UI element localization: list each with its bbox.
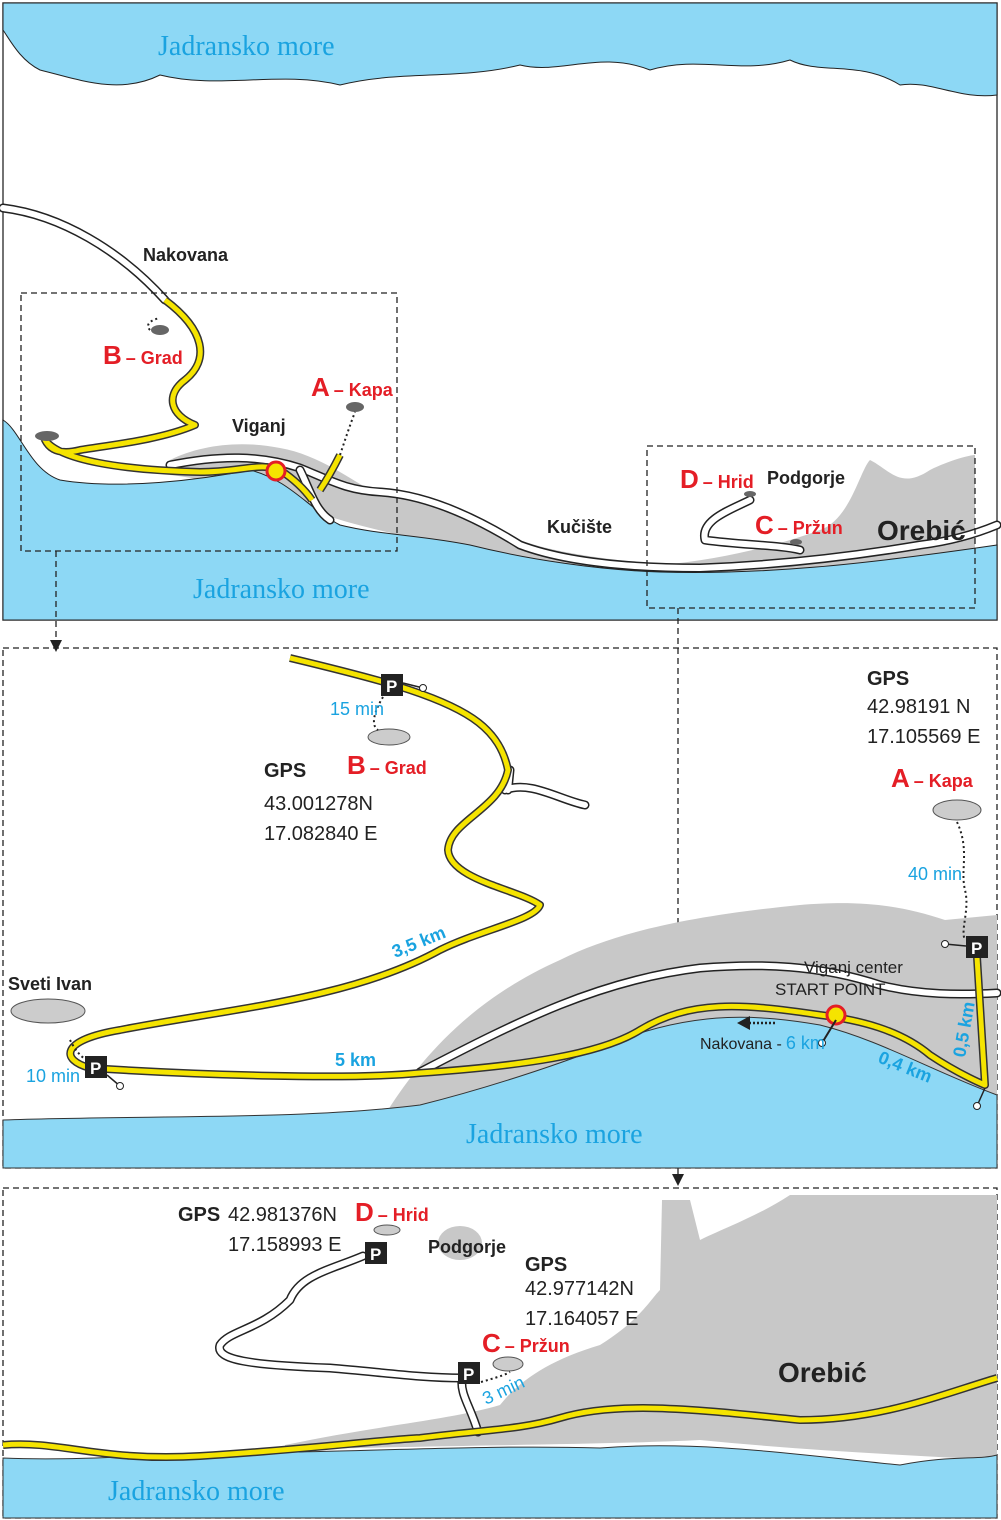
hrid-lat: 42.981376N	[228, 1204, 337, 1226]
inset-box-viganj	[20, 292, 398, 552]
przun-lat: 42.977142N	[525, 1278, 634, 1300]
viganj-detail-panel: P P P 15 min GPS B– Grad 43.001278N 17.0…	[2, 647, 1001, 1169]
przun-rock	[492, 1356, 524, 1372]
inset-box-orebic	[646, 445, 976, 609]
svg-text:P: P	[370, 1245, 381, 1264]
sea-label-south: Jadransko more	[193, 574, 370, 605]
sea-south	[2, 419, 998, 621]
point-a-label: A– Kapa	[311, 372, 394, 402]
parking-icon: P	[381, 674, 403, 696]
grad-lon: 17.082840 E	[264, 823, 377, 845]
place-orebic: Orebić	[877, 515, 966, 546]
przun-label: C– Pržun	[482, 1328, 570, 1358]
grad-rock	[367, 728, 411, 746]
przun-gps-label: GPS	[525, 1254, 567, 1276]
point-d-label: D– Hrid	[680, 464, 754, 494]
sea-label-orebic: Jadransko more	[108, 1476, 285, 1507]
hrid-gps-label: GPS	[178, 1204, 220, 1226]
start-line-1: Viganj center	[804, 958, 903, 977]
svg-text:P: P	[90, 1059, 101, 1078]
orebic-detail-panel: P P GPS 42.981376N 17.158993 E D– Hrid P…	[2, 1187, 999, 1519]
kapa-rock	[932, 799, 982, 821]
point-d-rock	[744, 491, 756, 497]
svg-text:P: P	[463, 1365, 474, 1384]
hrid-lon: 17.158993 E	[228, 1234, 341, 1256]
point-b-label: B– Grad	[103, 340, 183, 370]
distance-5km: 5 km	[335, 1050, 376, 1070]
sveti-ivan-rock-detail	[10, 998, 86, 1024]
parking-icon: P	[458, 1362, 480, 1384]
point-b-rock	[151, 325, 169, 335]
place-viganj: Viganj	[232, 416, 286, 436]
kapa-walk-time: 40 min	[908, 864, 962, 884]
kapa-label: A– Kapa	[891, 763, 974, 793]
grad-gps-label: GPS	[264, 760, 306, 782]
parking-icon: P	[966, 936, 988, 958]
parking-icon: P	[85, 1056, 107, 1078]
sveti-ivan-rock	[35, 431, 59, 441]
hrid-rock	[373, 1224, 401, 1236]
overview-panel: Jadransko more Jadransko more Nakovana V…	[0, 2, 1001, 621]
start-point-marker-detail	[825, 1004, 847, 1026]
grad-label: B– Grad	[347, 750, 427, 780]
place-podgorje: Podgorje	[767, 468, 845, 488]
sea-label-north: Jadransko more	[158, 31, 335, 62]
land-orebic	[285, 1195, 997, 1460]
start-line-2: START POINT	[775, 980, 886, 999]
place-kuciste: Kučište	[547, 517, 612, 537]
point-c-rock	[790, 539, 802, 545]
sea-label-viganj: Jadransko more	[466, 1119, 643, 1150]
svg-text:P: P	[971, 939, 982, 958]
kapa-lat: 42.98191 N	[867, 696, 970, 718]
place-podgorje-detail: Podgorje	[428, 1237, 506, 1257]
przun-lon: 17.164057 E	[525, 1308, 638, 1330]
point-a-rock	[346, 402, 364, 412]
sveti-ivan-label: Sveti Ivan	[8, 974, 92, 994]
nakovana-direction: Nakovana -6 km	[700, 1033, 825, 1053]
grad-lat: 43.001278N	[264, 793, 373, 815]
place-nakovana: Nakovana	[143, 245, 229, 265]
podgorje-land	[438, 1226, 482, 1260]
kapa-gps-label: GPS	[867, 668, 909, 690]
sea-north	[2, 2, 998, 97]
svg-text:P: P	[386, 677, 397, 696]
distance-3-5km: 3,5 km	[389, 922, 448, 962]
start-point-marker	[265, 460, 287, 482]
point-c-label: C– Pržun	[755, 510, 843, 540]
grad-walk-time: 15 min	[330, 699, 384, 719]
parking-icon: P	[365, 1242, 387, 1264]
sveti-ivan-walk-time: 10 min	[26, 1066, 80, 1086]
place-orebic-detail: Orebić	[778, 1357, 867, 1388]
hrid-label: D– Hrid	[355, 1197, 429, 1227]
kapa-lon: 17.105569 E	[867, 726, 980, 748]
